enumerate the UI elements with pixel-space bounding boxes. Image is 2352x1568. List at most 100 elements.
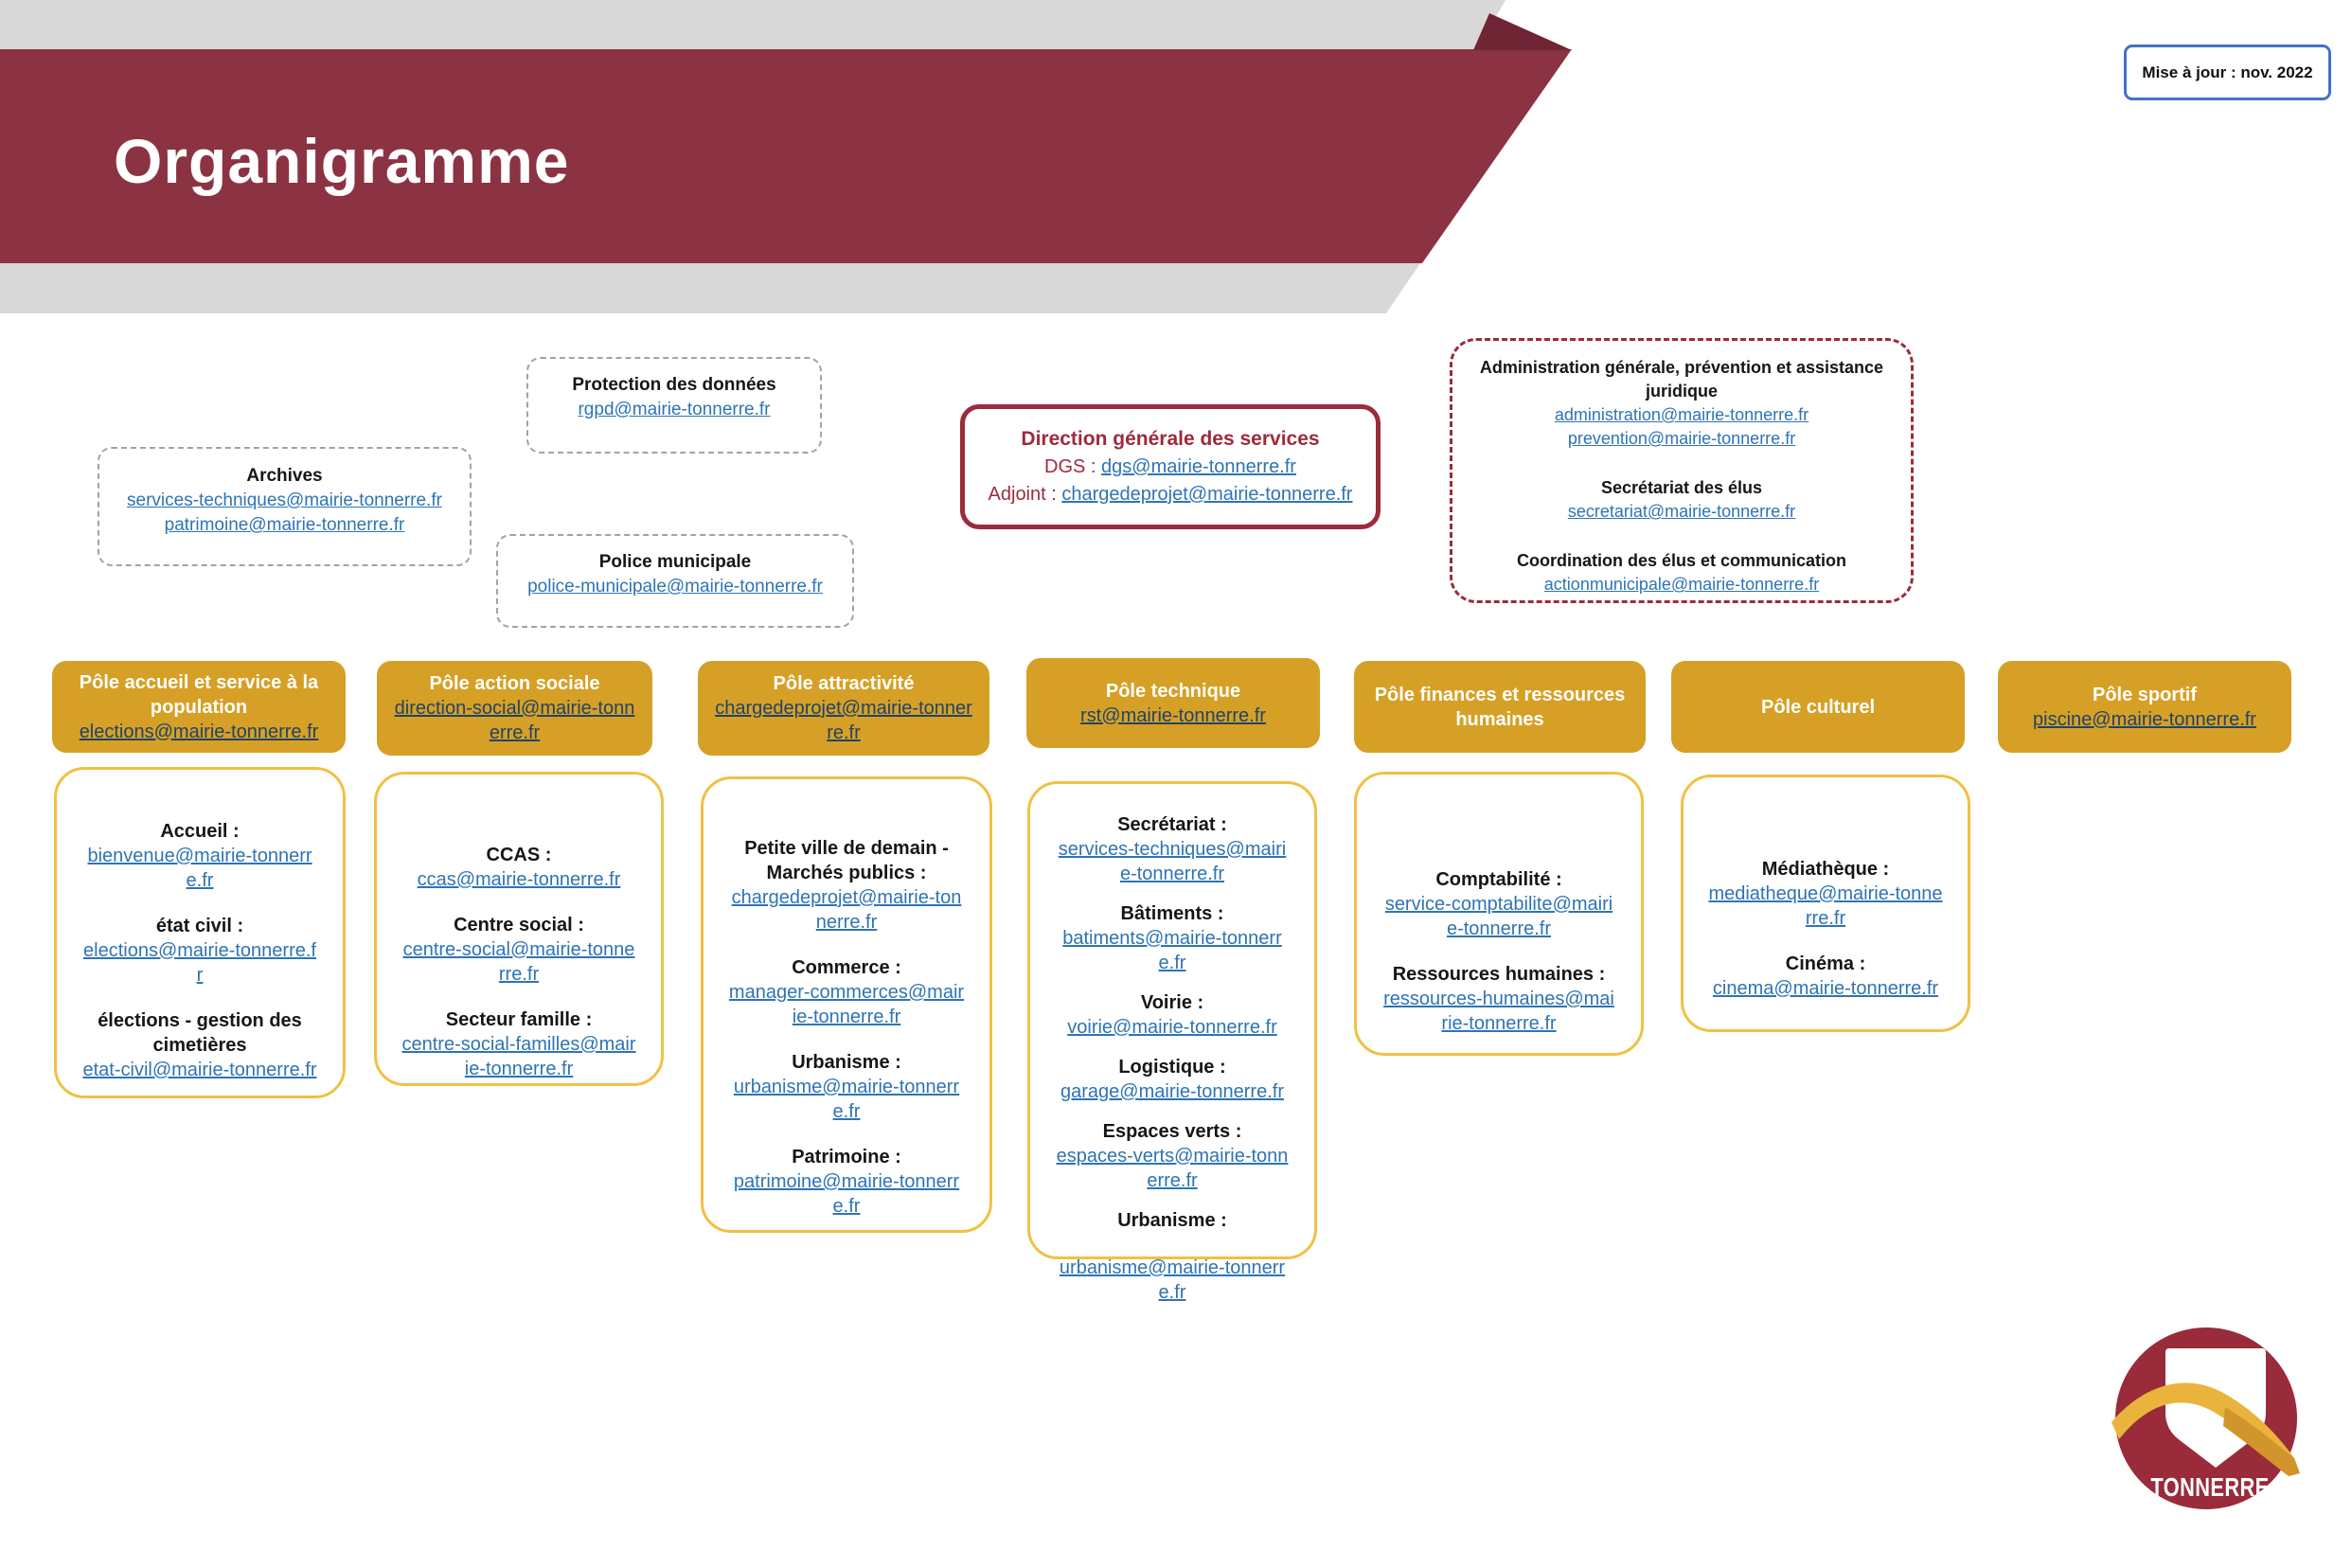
administration-email-link[interactable]: administration@mairie-tonnerre.fr: [1554, 405, 1809, 424]
pole-attractivite-email-link[interactable]: chargedeprojet@mairie-tonnerre.fr: [715, 698, 972, 743]
service-item: Médiathèque : mediatheque@mairie-tonnerr…: [1708, 857, 1943, 931]
adjoint-email-link[interactable]: chargedeprojet@mairie-tonnerre.fr: [1061, 484, 1353, 505]
pole-attractivite-header: Pôle attractivité chargedeprojet@mairie-…: [698, 661, 989, 756]
service-label: Espaces verts :: [1102, 1121, 1242, 1142]
service-email-link[interactable]: ccas@mairie-tonnerre.fr: [417, 869, 621, 890]
pole-attractivite-services-box: Petite ville de demain - Marchés publics…: [701, 776, 992, 1233]
service-email-link[interactable]: services-techniques@mairie-tonnerre.fr: [1058, 839, 1287, 884]
service-label: Commerce :: [792, 957, 901, 978]
logo-ribbon-icon: [2111, 1382, 2300, 1476]
service-email-link[interactable]: urbanisme@mairie-tonnerre.fr: [733, 1077, 960, 1122]
dgs-line: DGS : dgs@mairie-tonnerre.fr: [965, 454, 1376, 481]
coordination-elus-title: Coordination des élus et communication: [1516, 551, 1847, 570]
service-email-link[interactable]: patrimoine@mairie-tonnerre.fr: [733, 1171, 960, 1217]
service-item: état civil : elections@mairie-tonnerre.f…: [81, 914, 318, 988]
service-email-link[interactable]: centre-social@mairie-tonnerre.fr: [402, 939, 635, 985]
adjoint-prefix: Adjoint :: [988, 484, 1062, 505]
service-label: Secrétariat :: [1117, 814, 1227, 835]
service-email-link[interactable]: elections@mairie-tonnerre.fr: [83, 940, 316, 986]
pole-action-sociale-services-box: CCAS : ccas@mairie-tonnerre.fr Centre so…: [374, 772, 664, 1086]
service-label: CCAS :: [486, 845, 552, 865]
service-email-link[interactable]: urbanisme@mairie-tonnerre.fr: [1059, 1257, 1286, 1303]
tonnerre-logo: TONNERRE: [2111, 1327, 2300, 1509]
service-email-link[interactable]: cinema@mairie-tonnerre.fr: [1712, 978, 1939, 999]
service-item: Ressources humaines : ressources-humaine…: [1381, 962, 1616, 1036]
service-email-link[interactable]: ressources-humaines@mairie-tonnerre.fr: [1383, 989, 1614, 1034]
service-item: Secrétariat : services-techniques@mairie…: [1055, 812, 1290, 886]
service-label: Accueil :: [160, 821, 240, 842]
archives-box: Archives services-techniques@mairie-tonn…: [98, 447, 472, 566]
service-label: Patrimoine :: [792, 1147, 901, 1167]
pole-sportif-title: Pôle sportif: [2092, 684, 2197, 705]
service-label: Urbanisme :: [1117, 1210, 1227, 1231]
police-municipale-box: Police municipale police-municipale@mair…: [496, 534, 854, 628]
pole-culturel-title: Pôle culturel: [1760, 696, 1876, 718]
pole-accueil-header: Pôle accueil et service à la population …: [52, 661, 346, 753]
spacer: [1055, 1233, 1290, 1256]
dgs-prefix: DGS :: [1044, 456, 1102, 477]
pole-action-sociale-header: Pôle action sociale direction-social@mai…: [377, 661, 652, 756]
pole-sportif-email-link[interactable]: piscine@mairie-tonnerre.fr: [2033, 708, 2256, 730]
logo-wordmark: TONNERRE: [2150, 1472, 2269, 1502]
logo-ribbon-shadow: [2223, 1407, 2300, 1476]
protection-donnees-box: Protection des données rgpd@mairie-tonne…: [526, 357, 822, 454]
service-item: Patrimoine : patrimoine@mairie-tonnerre.…: [728, 1145, 965, 1219]
prevention-email-link[interactable]: prevention@mairie-tonnerre.fr: [1567, 429, 1796, 448]
pole-technique-header: Pôle technique rst@mairie-tonnerre.fr: [1026, 658, 1320, 748]
service-email-link[interactable]: garage@mairie-tonnerre.fr: [1060, 1081, 1284, 1102]
service-item: Petite ville de demain - Marchés publics…: [728, 836, 965, 935]
secretariat-email-link[interactable]: secretariat@mairie-tonnerre.fr: [1567, 502, 1796, 521]
service-label: Petite ville de demain - Marchés publics…: [744, 838, 949, 883]
service-item: Cinéma : cinema@mairie-tonnerre.fr: [1708, 952, 1943, 1001]
service-email-link[interactable]: etat-civil@mairie-tonnerre.fr: [82, 1060, 317, 1080]
pole-sportif-header: Pôle sportif piscine@mairie-tonnerre.fr: [1998, 661, 2291, 753]
pole-action-sociale-email-link[interactable]: direction-social@mairie-tonnerre.fr: [394, 698, 635, 743]
service-item: Centre social : centre-social@mairie-ton…: [401, 913, 636, 987]
pole-culturel-services-box: Médiathèque : mediatheque@mairie-tonnerr…: [1681, 775, 1970, 1032]
service-item: Secteur famille : centre-social-familles…: [401, 1007, 636, 1081]
service-item: Urbanisme : urbanisme@mairie-tonnerre.fr: [728, 1050, 965, 1124]
pole-technique-email-link[interactable]: rst@mairie-tonnerre.fr: [1080, 704, 1266, 726]
archives-email-link-1[interactable]: services-techniques@mairie-tonnerre.fr: [127, 490, 442, 510]
service-email-link[interactable]: mediatheque@mairie-tonnerre.fr: [1708, 883, 1943, 929]
service-item: Logistique : garage@mairie-tonnerre.fr: [1055, 1055, 1290, 1104]
pole-accueil-email-link[interactable]: elections@mairie-tonnerre.fr: [79, 721, 319, 742]
service-label: Médiathèque :: [1761, 859, 1890, 880]
service-item: CCAS : ccas@mairie-tonnerre.fr: [401, 843, 636, 892]
police-municipale-email-link[interactable]: police-municipale@mairie-tonnerre.fr: [527, 577, 823, 597]
pole-technique-title: Pôle technique: [1105, 680, 1241, 702]
service-label: Urbanisme :: [792, 1052, 901, 1073]
service-email-link[interactable]: bienvenue@mairie-tonnerre.fr: [87, 846, 312, 891]
service-label: Comptabilité :: [1435, 869, 1562, 890]
service-email-link[interactable]: batiments@mairie-tonnerre.fr: [1062, 928, 1282, 973]
service-label: Secteur famille :: [445, 1009, 593, 1030]
service-email-link[interactable]: espaces-verts@mairie-tonnerre.fr: [1056, 1146, 1289, 1191]
protection-donnees-email-link[interactable]: rgpd@mairie-tonnerre.fr: [578, 400, 771, 419]
actionmunicipale-email-link[interactable]: actionmunicipale@mairie-tonnerre.fr: [1543, 575, 1820, 594]
archives-title: Archives: [246, 466, 323, 486]
direction-generale-box: Direction générale des services DGS : dg…: [960, 404, 1381, 529]
service-item: Urbanisme : urbanisme@mairie-tonnerre.fr: [1055, 1208, 1290, 1305]
service-email-link[interactable]: voirie@mairie-tonnerre.fr: [1067, 1017, 1277, 1038]
service-label: élections - gestion des cimetières: [98, 1010, 302, 1056]
service-email-link[interactable]: service-comptabilite@mairie-tonnerre.fr: [1384, 894, 1613, 939]
archives-email-link-2[interactable]: patrimoine@mairie-tonnerre.fr: [164, 515, 405, 535]
protection-donnees-title: Protection des données: [572, 375, 776, 395]
dgs-email-link[interactable]: dgs@mairie-tonnerre.fr: [1101, 456, 1296, 477]
pole-attractivite-title: Pôle attractivité: [773, 673, 915, 694]
administration-box: Administration générale, prévention et a…: [1450, 338, 1914, 603]
pole-culturel-header: Pôle culturel: [1671, 661, 1965, 753]
service-email-link[interactable]: manager-commerces@mairie-tonnerre.fr: [728, 982, 965, 1027]
service-item: Accueil : bienvenue@mairie-tonnerre.fr: [81, 819, 318, 893]
pole-accueil-services-box: Accueil : bienvenue@mairie-tonnerre.fr é…: [54, 767, 346, 1098]
service-item: Bâtiments : batiments@mairie-tonnerre.fr: [1055, 901, 1290, 975]
service-item: Voirie : voirie@mairie-tonnerre.fr: [1055, 990, 1290, 1040]
service-email-link[interactable]: centre-social-familles@mairie-tonnerre.f…: [401, 1034, 636, 1079]
service-item: élections - gestion des cimetières etat-…: [81, 1008, 318, 1082]
service-email-link[interactable]: chargedeprojet@mairie-tonnerre.fr: [731, 887, 962, 933]
service-label: Voirie :: [1140, 992, 1204, 1013]
